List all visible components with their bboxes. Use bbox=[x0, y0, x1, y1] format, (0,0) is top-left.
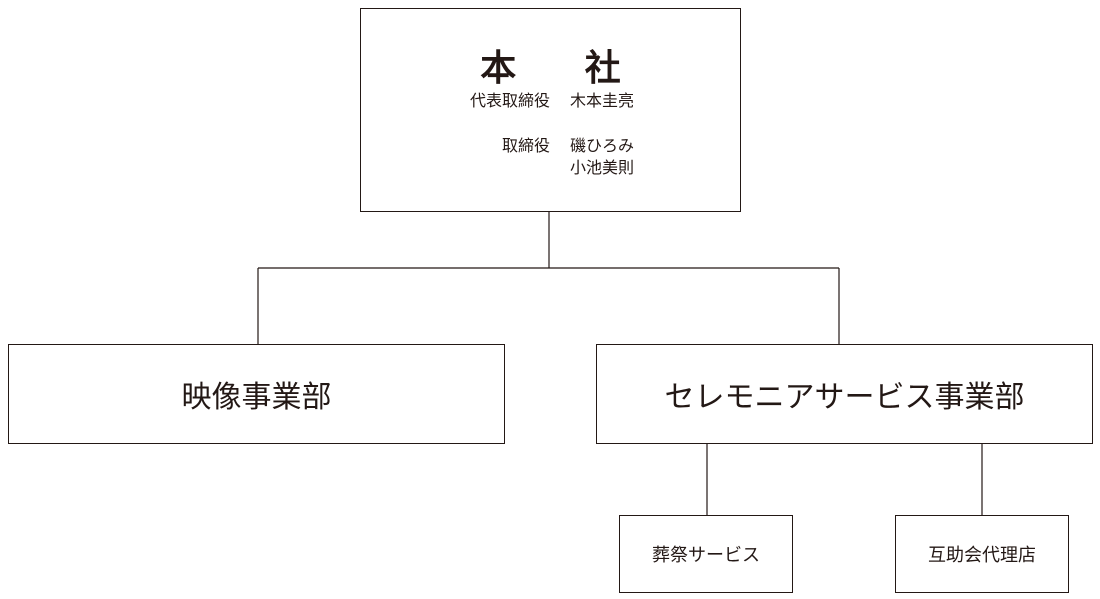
subunit-label: 葬祭サービス bbox=[652, 545, 760, 566]
division-video-box: 映像事業部 bbox=[8, 344, 505, 444]
role-label: 代表取締役 bbox=[469, 91, 550, 110]
role-label: 取締役 bbox=[501, 136, 550, 155]
headquarters-box: 本 社 代表取締役 木本圭亮 取締役 磯ひろみ 小池美則 bbox=[360, 8, 741, 212]
subunit-label: 互助会代理店 bbox=[928, 545, 1036, 566]
subunit-agency-box: 互助会代理店 bbox=[895, 515, 1069, 593]
division-ceremony-box: セレモニアサービス事業部 bbox=[596, 344, 1093, 444]
person-name: 木本圭亮 bbox=[570, 91, 635, 110]
person-name: 磯ひろみ bbox=[570, 136, 635, 155]
subunit-funeral-box: 葬祭サービス bbox=[619, 515, 793, 593]
division-label: セレモニアサービス事業部 bbox=[664, 380, 1025, 415]
person-names: 磯ひろみ 小池美則 bbox=[570, 135, 634, 179]
division-label: 映像事業部 bbox=[181, 380, 332, 415]
person-name: 小池美則 bbox=[570, 158, 635, 177]
headquarters-title: 本 社 bbox=[480, 48, 649, 89]
